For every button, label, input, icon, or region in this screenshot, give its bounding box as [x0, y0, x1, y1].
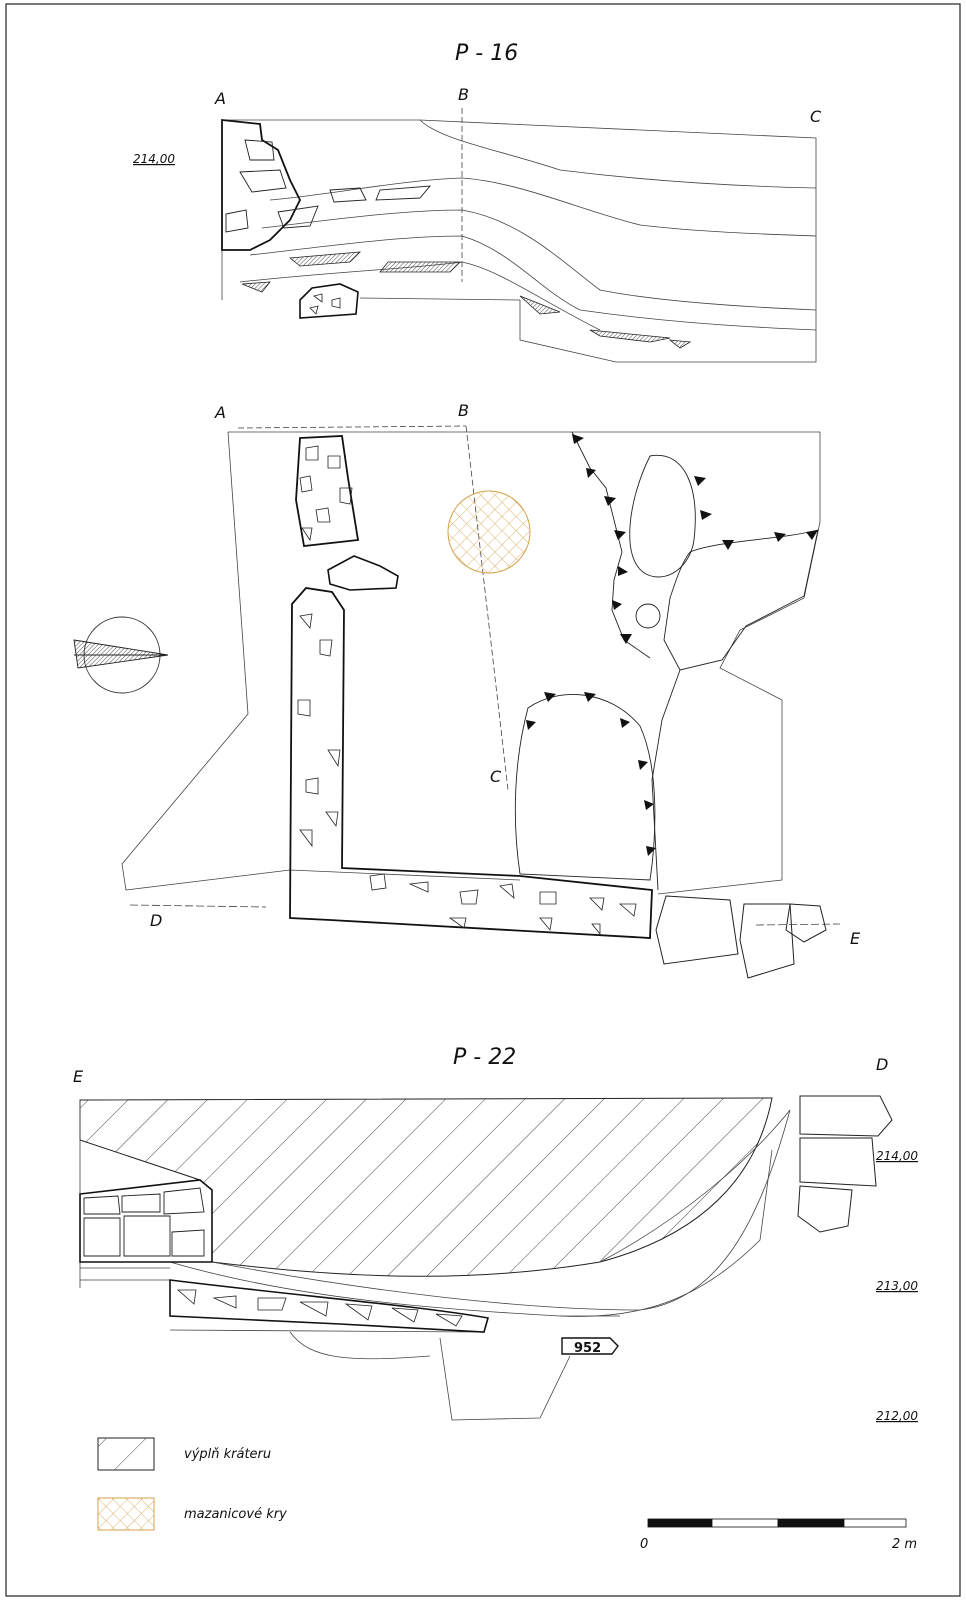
section-p16-stone-cluster [299, 283, 359, 319]
plan-point-e: E [850, 929, 861, 948]
plan-trench-outline-left [121, 431, 521, 891]
plan-wall-l-shaped [289, 587, 653, 939]
section-p16-left-stones [221, 119, 302, 251]
legend: výplň kráteru mazanicové kry [97, 1437, 287, 1531]
section-p22-point-d: D [876, 1055, 888, 1074]
plan-hachure-triangles [526, 434, 818, 856]
section-p16-level: 214,00 [133, 152, 175, 166]
sheet-border [5, 3, 961, 1597]
section-p22-title: P - 22 [453, 1045, 516, 1070]
section-p22-level-1: 214,00 [876, 1149, 918, 1163]
north-arrow-icon [73, 616, 169, 694]
section-p16-point-a: A [214, 89, 226, 108]
plan-wall-stones [297, 613, 637, 936]
plan-section-line-ab [237, 425, 467, 429]
section-p16-layers [239, 119, 817, 331]
plan-section-line-e [755, 923, 841, 926]
section-p22-stone-row [169, 1279, 490, 1333]
plan-stone-cluster [327, 555, 399, 591]
plan-point-c: C [490, 767, 502, 786]
section-p22-point-e: E [73, 1067, 84, 1086]
legend-label-daub: mazanicové kry [184, 1507, 287, 1522]
legend-swatch-daub [97, 1497, 155, 1531]
legend-label-crater-fill: výplň kráteru [184, 1447, 271, 1462]
section-p22-layers [79, 1100, 791, 1421]
section-p22-level-2: 213,00 [876, 1279, 918, 1293]
plan-view: A B C D E [73, 401, 861, 979]
scale-bar-start-label: 0 [640, 1537, 648, 1552]
section-p16-title: P - 16 [455, 41, 518, 66]
plan-east-stones [655, 895, 827, 979]
scale-bar-end-label: 2 m [892, 1537, 917, 1552]
plan-daub-patch [447, 490, 531, 574]
plan-wall-upper [295, 435, 360, 547]
section-p16-point-c: C [810, 107, 822, 126]
section-p22-left-wall [79, 1179, 213, 1263]
plan-pit-features [514, 431, 819, 891]
section-p22-find-number: 952 [574, 1341, 601, 1356]
section-p16-outline [221, 119, 817, 363]
plan-point-d: D [150, 911, 162, 930]
plan-point-a: A [214, 403, 226, 422]
section-p22-left-wall-stones [83, 1187, 205, 1257]
section-p22: P - 22 E D 214,00 213,00 212,00 [73, 1045, 918, 1423]
section-p22-level-3: 212,00 [876, 1409, 918, 1423]
plan-trench-outline [228, 431, 821, 895]
section-p22-find-outline [561, 1337, 619, 1355]
scale-bar: 0 2 m [640, 1518, 917, 1552]
section-p16-point-b: B [458, 85, 469, 104]
section-p16-hatched-lenses [241, 251, 692, 349]
plan-section-line-d [129, 904, 267, 908]
section-p22-crater-fill [79, 1097, 773, 1277]
legend-swatch-crater-fill [97, 1437, 155, 1471]
section-p16-stones [225, 139, 432, 233]
plan-section-line-bc [465, 425, 509, 791]
section-p16: P - 16 A B C 214,00 [133, 41, 822, 363]
section-p22-right-stones [797, 1095, 893, 1233]
plan-point-b: B [458, 401, 469, 420]
